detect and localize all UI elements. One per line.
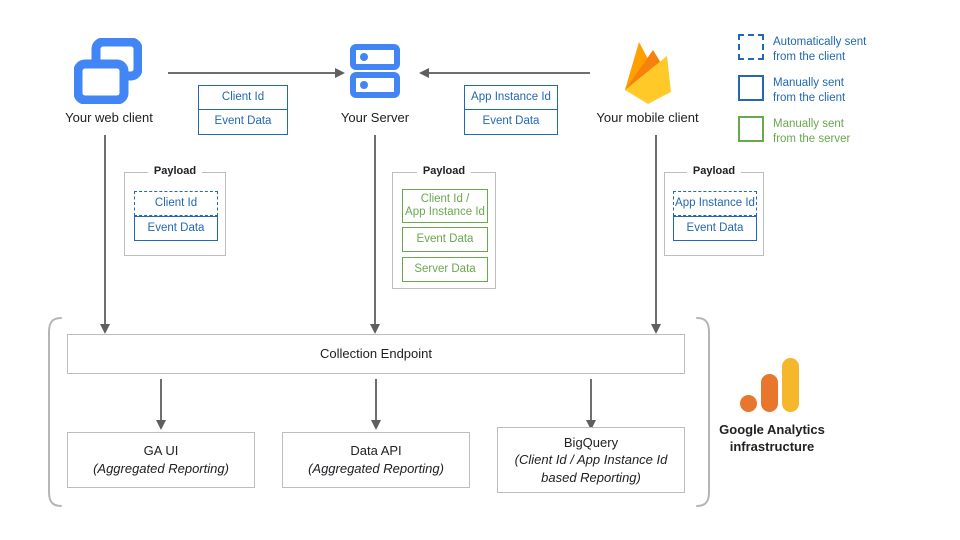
chip-event-data: Event Data [198,110,288,135]
ga-infrastructure-label-line1: Google Analytics [719,422,825,437]
payload-server: Payload Client Id / App Instance Id Even… [392,165,496,289]
legend-item-manual-server: Manually sent from the server [738,116,850,146]
legend-label-line1: Manually sent [773,77,844,89]
payload-item-event-data: Event Data [402,227,488,252]
legend-label: Automatically sent from the client [773,34,866,64]
google-analytics-logo-icon [740,356,802,414]
mobile-transport-chips: App Instance Id Event Data [464,85,558,135]
legend-swatch-dashed-blue-icon [738,34,764,60]
ga-infrastructure-label: Google Analytics infrastructure [682,422,862,456]
arrowhead-icon [419,68,429,78]
payload-title: Payload [147,165,203,177]
payload-item-client-id: Client Id [134,191,218,216]
chip-app-instance-id: App Instance Id [464,85,558,110]
payload-item-event-data: Event Data [134,216,218,241]
web-client-label: Your web client [65,110,153,125]
payload-title: Payload [686,165,742,177]
output-box-ga-ui[interactable]: GA UI (Aggregated Reporting) [67,432,255,488]
legend-label-line2: from the server [773,132,851,145]
arrow-server-to-endpoint [370,135,380,334]
legend-swatch-solid-blue-icon [738,75,764,101]
output-title: BigQuery [563,434,619,450]
infrastructure-bracket-left [44,316,64,508]
arrow-mobile-to-endpoint [651,135,661,334]
legend-label: Manually sent from the client [773,75,845,105]
output-title: Data API [350,443,402,459]
output-subtitle: (Aggregated Reporting) [93,461,229,476]
arrow-web-to-server [168,68,345,78]
output-subtitle-line2: based Reporting) [541,469,641,485]
arrowhead-icon [335,68,345,78]
output-box-bigquery[interactable]: BigQuery (Client Id / App Instance Id ba… [497,427,685,493]
arrowhead-icon [100,324,110,334]
payload-item-server-data: Server Data [402,257,488,282]
ga-infrastructure-label-line2: infrastructure [729,438,815,454]
chip-event-data: Event Data [464,110,558,135]
output-box-data-api[interactable]: Data API (Aggregated Reporting) [282,432,470,488]
output-subtitle: (Client Id / App Instance Id [514,452,668,468]
web-client-icon [73,37,143,105]
infrastructure-bracket-right [694,316,714,508]
legend-label-line1: Automatically sent [773,36,867,48]
chip-client-id: Client Id [198,85,288,110]
arrow-mobile-to-server [419,68,590,78]
mobile-client-label: Your mobile client [596,110,699,125]
arrow-web-to-endpoint [100,135,110,334]
server-icon [350,44,400,100]
payload-mobile: Payload App Instance Id Event Data [664,165,764,256]
arrowhead-icon [370,324,380,334]
legend: Automatically sent from the client Manua… [738,34,938,154]
payload-item-line1: Client Id / [420,192,470,205]
payload-web: Payload Client Id Event Data [124,165,226,256]
arrowhead-icon [156,420,166,430]
arrow-endpoint-to-data-api [371,379,381,430]
arrowhead-icon [586,420,596,430]
payload-title: Payload [416,165,472,177]
legend-swatch-solid-green-icon [738,116,764,142]
legend-label-line1: Manually sent [773,118,844,130]
output-title: GA UI [143,443,179,459]
legend-item-auto-client: Automatically sent from the client [738,34,866,64]
payload-item-app-instance-id: App Instance Id [673,191,757,216]
collection-endpoint-box[interactable]: Collection Endpoint [67,334,685,374]
payload-item-client-or-app-instance-id: Client Id / App Instance Id [402,189,488,223]
legend-label-line2: from the client [773,50,846,63]
legend-item-manual-client: Manually sent from the client [738,75,845,105]
legend-label-line2: from the client [773,91,846,104]
arrow-endpoint-to-ga-ui [156,379,166,430]
arrowhead-icon [651,324,661,334]
output-subtitle: (Aggregated Reporting) [308,461,444,476]
payload-item-line2: App Instance Id [405,206,485,218]
firebase-icon [617,36,679,106]
web-transport-chips: Client Id Event Data [198,85,288,135]
collection-endpoint-label: Collection Endpoint [319,346,433,362]
server-label: Your Server [340,110,410,125]
arrow-endpoint-to-bigquery [586,379,596,430]
payload-item-event-data: Event Data [673,216,757,241]
legend-label: Manually sent from the server [773,116,850,146]
arrowhead-icon [371,420,381,430]
